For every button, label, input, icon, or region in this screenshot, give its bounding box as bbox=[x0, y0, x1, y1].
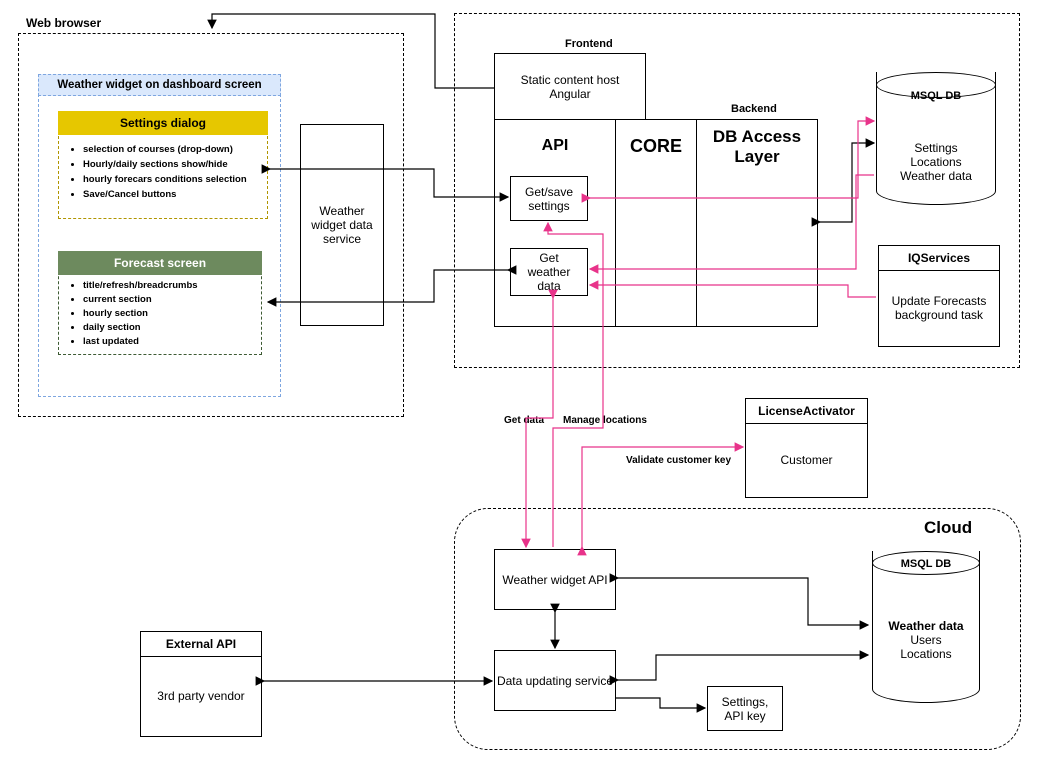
list-item: hourly forecars conditions selection bbox=[83, 172, 267, 187]
get-weather-data: Get weather data bbox=[510, 248, 588, 296]
settings-api-key: Settings, API key bbox=[707, 686, 783, 731]
static-host-line2: Angular bbox=[549, 86, 591, 101]
get-data-label: Get data bbox=[504, 415, 545, 426]
forecast-screen: Forecast screen title/refresh/breadcrumb… bbox=[58, 251, 262, 355]
frontend-label: Frontend bbox=[565, 38, 613, 50]
list-item: selection of courses (drop-down) bbox=[83, 142, 267, 157]
iqservices-title: IQServices bbox=[879, 246, 999, 271]
license-activator-body: Customer bbox=[780, 453, 833, 467]
msql-db-cloud bbox=[872, 551, 980, 703]
db-line: Weather data bbox=[900, 169, 972, 183]
db-line-bold: Weather data bbox=[888, 619, 964, 633]
web-browser-label: Web browser bbox=[26, 16, 102, 30]
db-access-label: DB Access Layer bbox=[712, 127, 802, 166]
settings-dialog: Settings dialog selection of courses (dr… bbox=[58, 111, 268, 219]
validate-customer-key-label: Validate customer key bbox=[626, 455, 732, 466]
manage-locations-label: Manage locations bbox=[563, 415, 647, 426]
backend-label: Backend bbox=[731, 103, 777, 115]
db-line: Settings bbox=[914, 141, 958, 155]
forecast-screen-title: Forecast screen bbox=[58, 251, 262, 275]
web-browser-container bbox=[18, 33, 404, 417]
static-content-host: Static content host Angular bbox=[494, 53, 646, 120]
settings-list: selection of courses (drop-down) Hourly/… bbox=[59, 142, 267, 202]
list-item: last updated bbox=[83, 335, 261, 349]
msql-db-cloud-contents: Weather data Users Locations bbox=[872, 619, 980, 661]
iqservices-body: Update Forecasts background task bbox=[891, 294, 987, 322]
db-line: Users bbox=[910, 633, 942, 647]
weather-widget-title: Weather widget on dashboard screen bbox=[38, 74, 281, 96]
msql-db-top-contents: Settings Locations Weather data bbox=[876, 141, 996, 183]
db-line: Locations bbox=[900, 647, 952, 661]
license-activator-title: LicenseActivator bbox=[746, 399, 867, 424]
external-api-title: External API bbox=[141, 632, 261, 657]
list-item: Save/Cancel buttons bbox=[83, 187, 267, 202]
list-item: title/refresh/breadcrumbs bbox=[83, 279, 261, 293]
msql-db-top-title: MSQL DB bbox=[910, 90, 962, 102]
iqservices: IQServices Update Forecasts background t… bbox=[878, 245, 1000, 347]
list-item: daily section bbox=[83, 321, 261, 335]
msql-db-top-cap bbox=[876, 72, 996, 98]
data-updating-service: Data updating service bbox=[494, 650, 616, 711]
weather-widget-data-service: Weather widget data service bbox=[300, 124, 384, 326]
settings-dialog-title: Settings dialog bbox=[58, 111, 268, 135]
forecast-list: title/refresh/breadcrumbs current sectio… bbox=[59, 279, 261, 349]
license-activator: LicenseActivator Customer bbox=[745, 398, 868, 498]
static-host-line1: Static content host bbox=[520, 72, 620, 87]
get-save-settings: Get/save settings bbox=[510, 176, 588, 221]
weather-widget-api: Weather widget API bbox=[494, 549, 616, 610]
list-item: Hourly/daily sections show/hide bbox=[83, 157, 267, 172]
db-line: Locations bbox=[910, 155, 962, 169]
msql-db-cloud-cap bbox=[872, 551, 980, 575]
core-label: CORE bbox=[629, 136, 682, 156]
list-item: hourly section bbox=[83, 307, 261, 321]
list-item: current section bbox=[83, 293, 261, 307]
cloud-title: Cloud bbox=[924, 518, 973, 537]
external-api-body: 3rd party vendor bbox=[157, 689, 245, 703]
api-label: API bbox=[541, 137, 569, 154]
external-api: External API 3rd party vendor bbox=[140, 631, 262, 737]
msql-db-cloud-title: MSQL DB bbox=[900, 558, 952, 570]
